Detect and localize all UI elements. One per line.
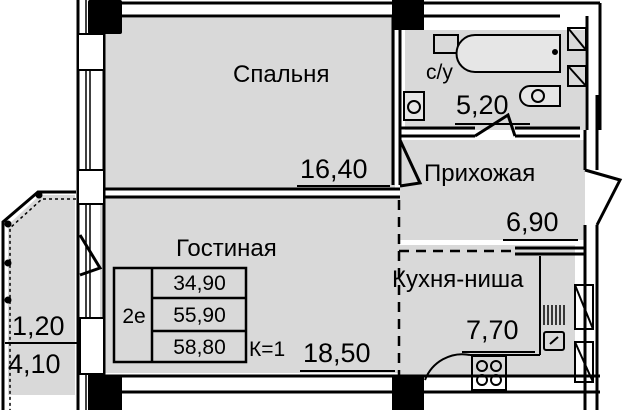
living-fill	[100, 198, 400, 373]
living-area: 18,50	[303, 338, 371, 368]
zone-dashed-lines	[397, 200, 515, 376]
kitchen-fill	[400, 245, 575, 375]
living-name: Гостиная	[176, 235, 277, 262]
structural-columns	[88, 0, 424, 410]
kitchen-name: Кухня-ниша	[392, 266, 524, 293]
toilet	[519, 85, 561, 107]
area-underlines	[5, 123, 578, 372]
kitchen-fixtures	[424, 256, 594, 391]
bathroom-fixtures	[403, 27, 587, 121]
vent-shaft-3	[574, 284, 594, 330]
bathtub	[455, 34, 561, 73]
sink	[543, 331, 565, 351]
balcony-fill	[8, 195, 75, 395]
hallway-area: 6,90	[506, 207, 559, 237]
balcony-area-full: 4,10	[8, 349, 61, 379]
stove	[471, 355, 507, 391]
living-area-total: 34,90	[173, 272, 226, 295]
washing-machine	[403, 91, 425, 121]
bathroom-area: 5,20	[456, 90, 509, 120]
vent-shaft-4	[574, 341, 594, 383]
bedroom-name: Спальня	[233, 61, 330, 88]
apartment-type: 2е	[122, 305, 146, 328]
bathroom-name: с/у	[426, 61, 453, 84]
bedroom-area: 16,40	[300, 154, 368, 184]
bedroom-fill	[105, 18, 395, 188]
hallway-fill	[400, 140, 585, 240]
balcony-area-actual: 1,20	[12, 311, 65, 341]
vent-shaft-1	[567, 27, 587, 51]
total-area-with-balcony: 58,80	[173, 336, 226, 359]
coefficient: К=1	[249, 338, 286, 361]
total-area: 55,90	[173, 304, 226, 327]
vent-shaft-2	[567, 65, 587, 87]
hallway-name: Прихожая	[424, 160, 536, 187]
kitchen-area: 7,70	[466, 315, 519, 345]
summary-table	[112, 266, 248, 364]
